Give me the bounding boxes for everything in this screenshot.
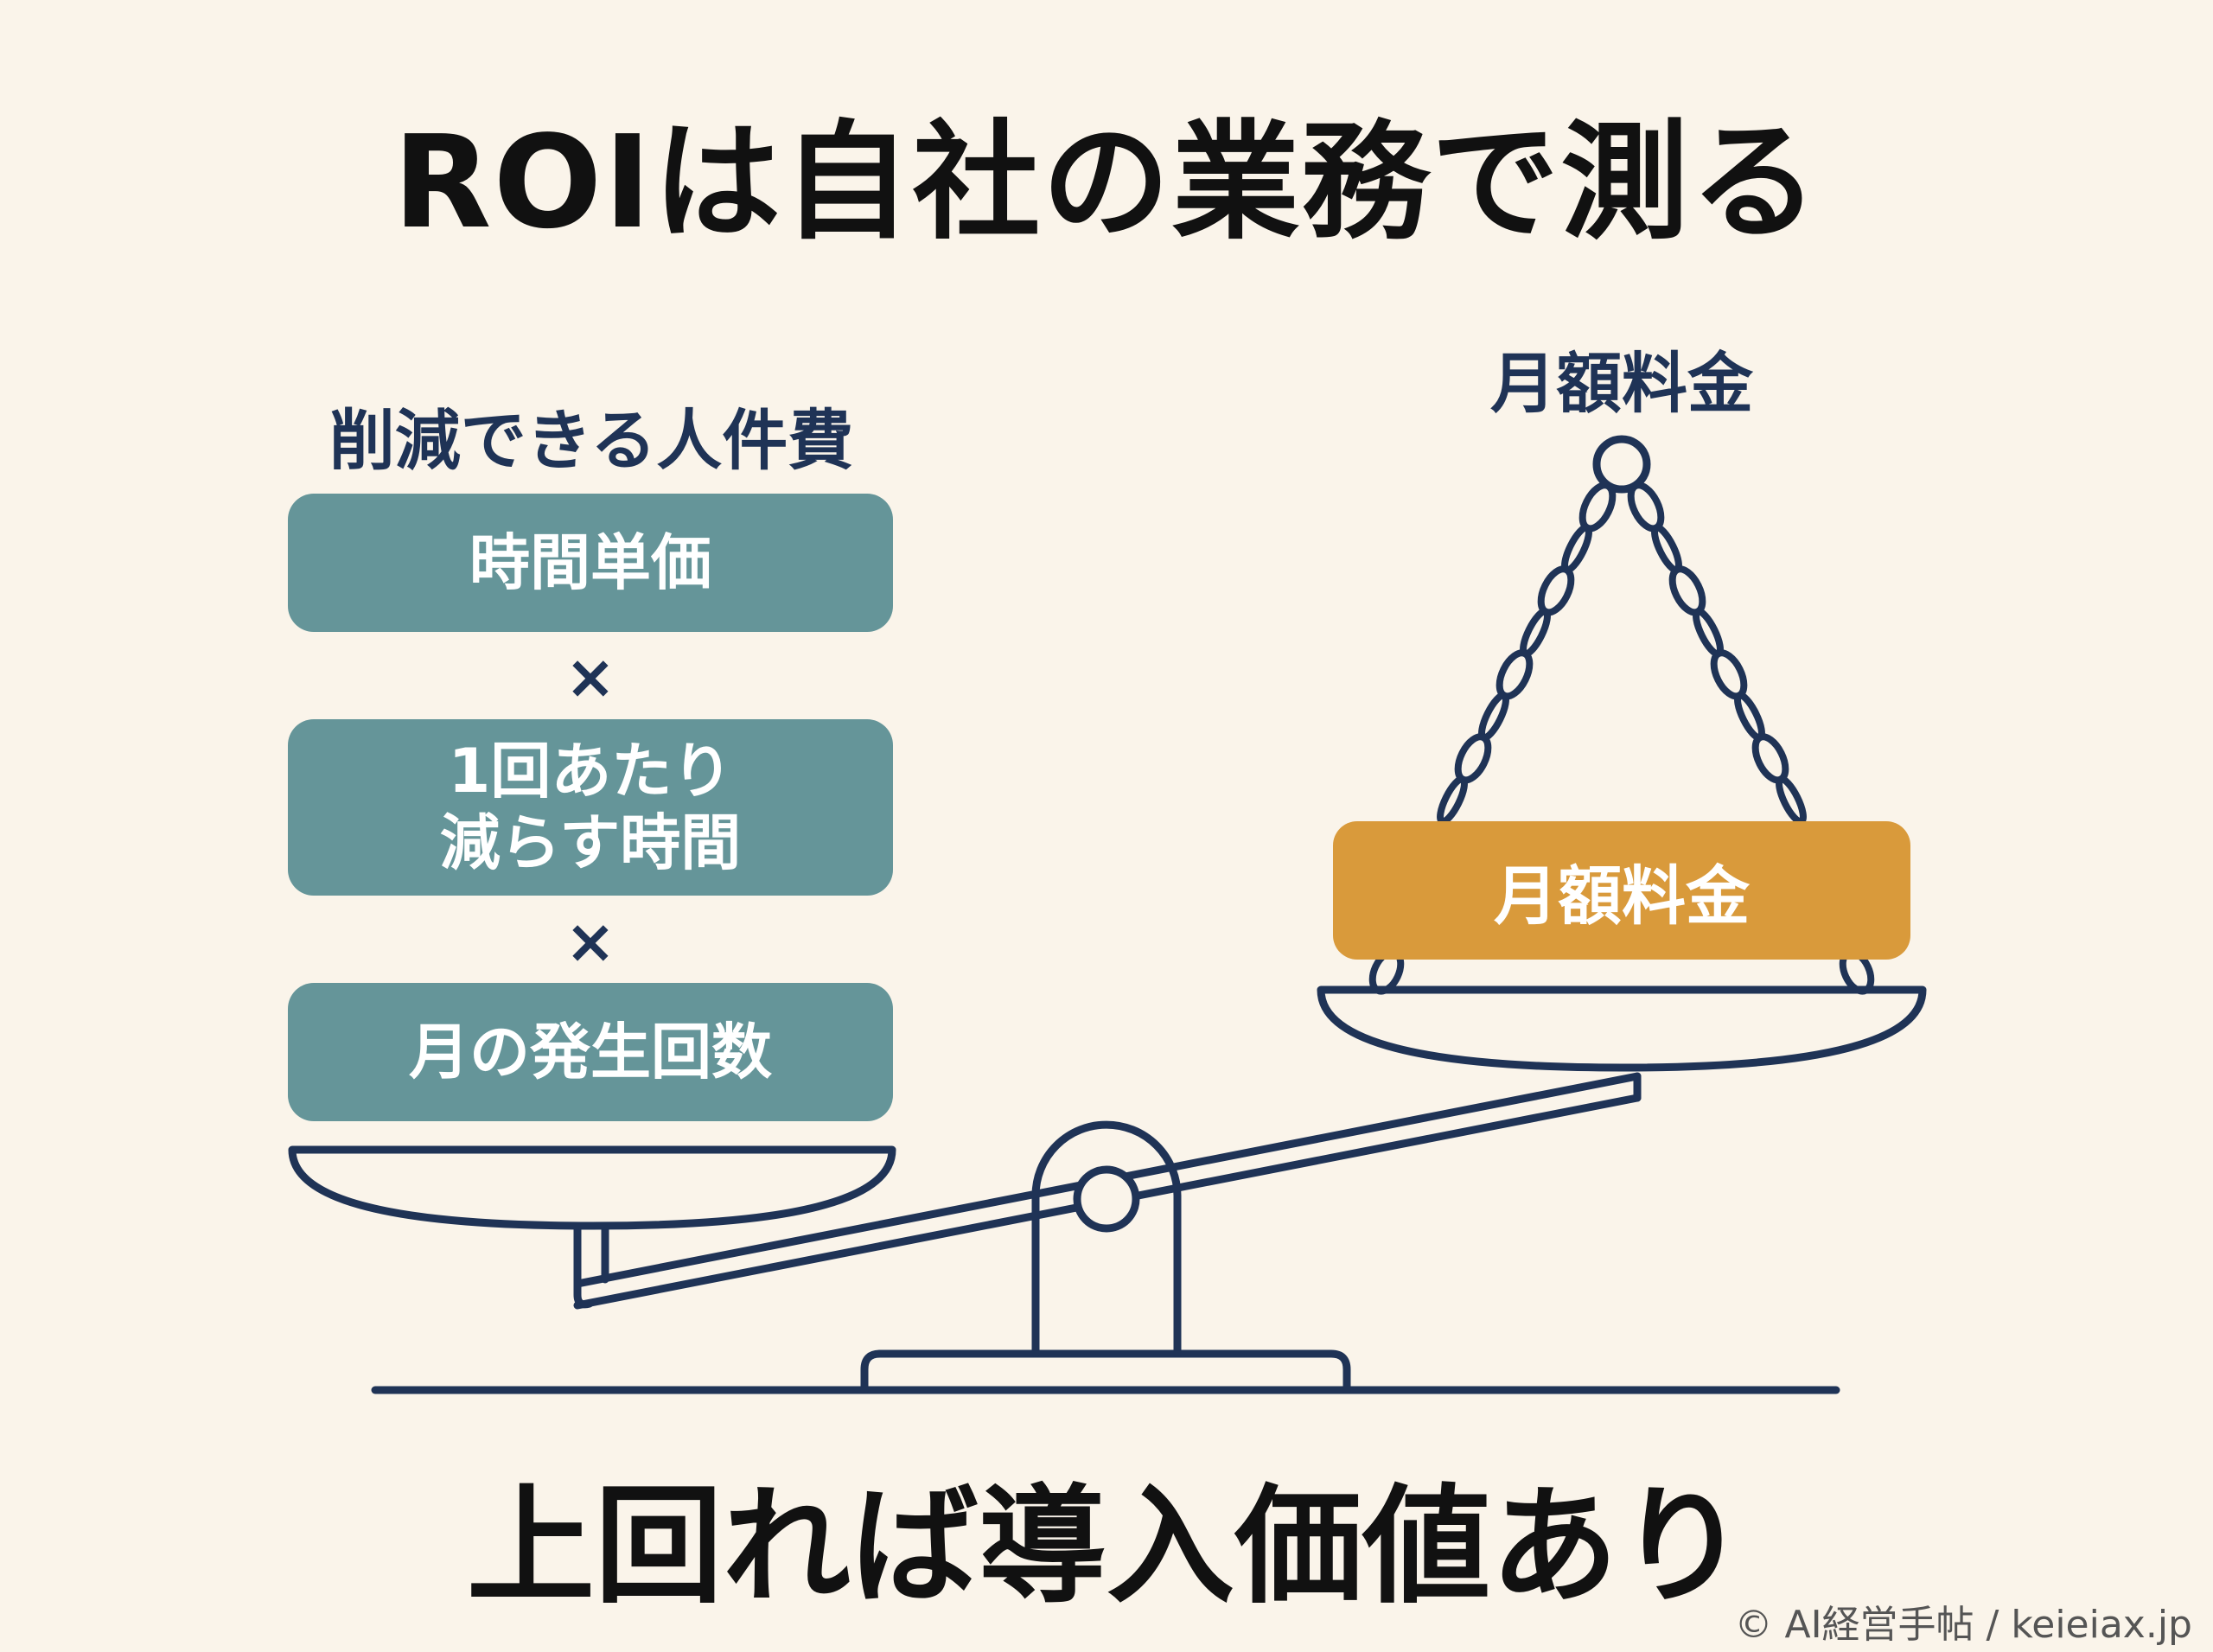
conclusion-text: 上回れば導入価値あり — [467, 1472, 1746, 1621]
page-title: ROIは自社の業務で測る — [392, 108, 1821, 257]
factor-monthly-occurrences: 月の発生回数 — [288, 983, 893, 1121]
chain-link — [1478, 692, 1509, 742]
hanging-chains — [1437, 482, 1807, 826]
multiply-operator: × — [564, 641, 616, 712]
pivot-circle — [1073, 1165, 1140, 1233]
hanger-ring — [1592, 435, 1651, 494]
factor-hourly-rate: 時間単価 — [288, 494, 893, 632]
factor-time-saved: 1回あたり 減らす時間 — [288, 719, 893, 896]
credit-text: © AI経営手帖 / keieiax.jp — [1734, 1603, 2192, 1647]
monthly-fee-box: 月額料金 — [1333, 821, 1910, 960]
left-pan — [288, 1145, 896, 1230]
chain-link — [1437, 775, 1468, 826]
chain-link — [1776, 775, 1807, 826]
scale-pivot-post — [1031, 1120, 1182, 1358]
chain-link — [1734, 692, 1765, 742]
chain-link — [1561, 524, 1592, 574]
left-pan-stem — [573, 1223, 594, 1309]
multiply-operator: × — [564, 906, 616, 977]
labor-cost-heading: 削減できる人件費 — [328, 402, 854, 479]
chain-link — [1651, 524, 1682, 574]
scale-base — [860, 1349, 1351, 1394]
right-pan — [1317, 985, 1927, 1072]
monthly-fee-heading: 月額料金 — [1490, 345, 1753, 422]
chain-link — [1693, 608, 1724, 658]
chain-link — [1520, 608, 1551, 658]
